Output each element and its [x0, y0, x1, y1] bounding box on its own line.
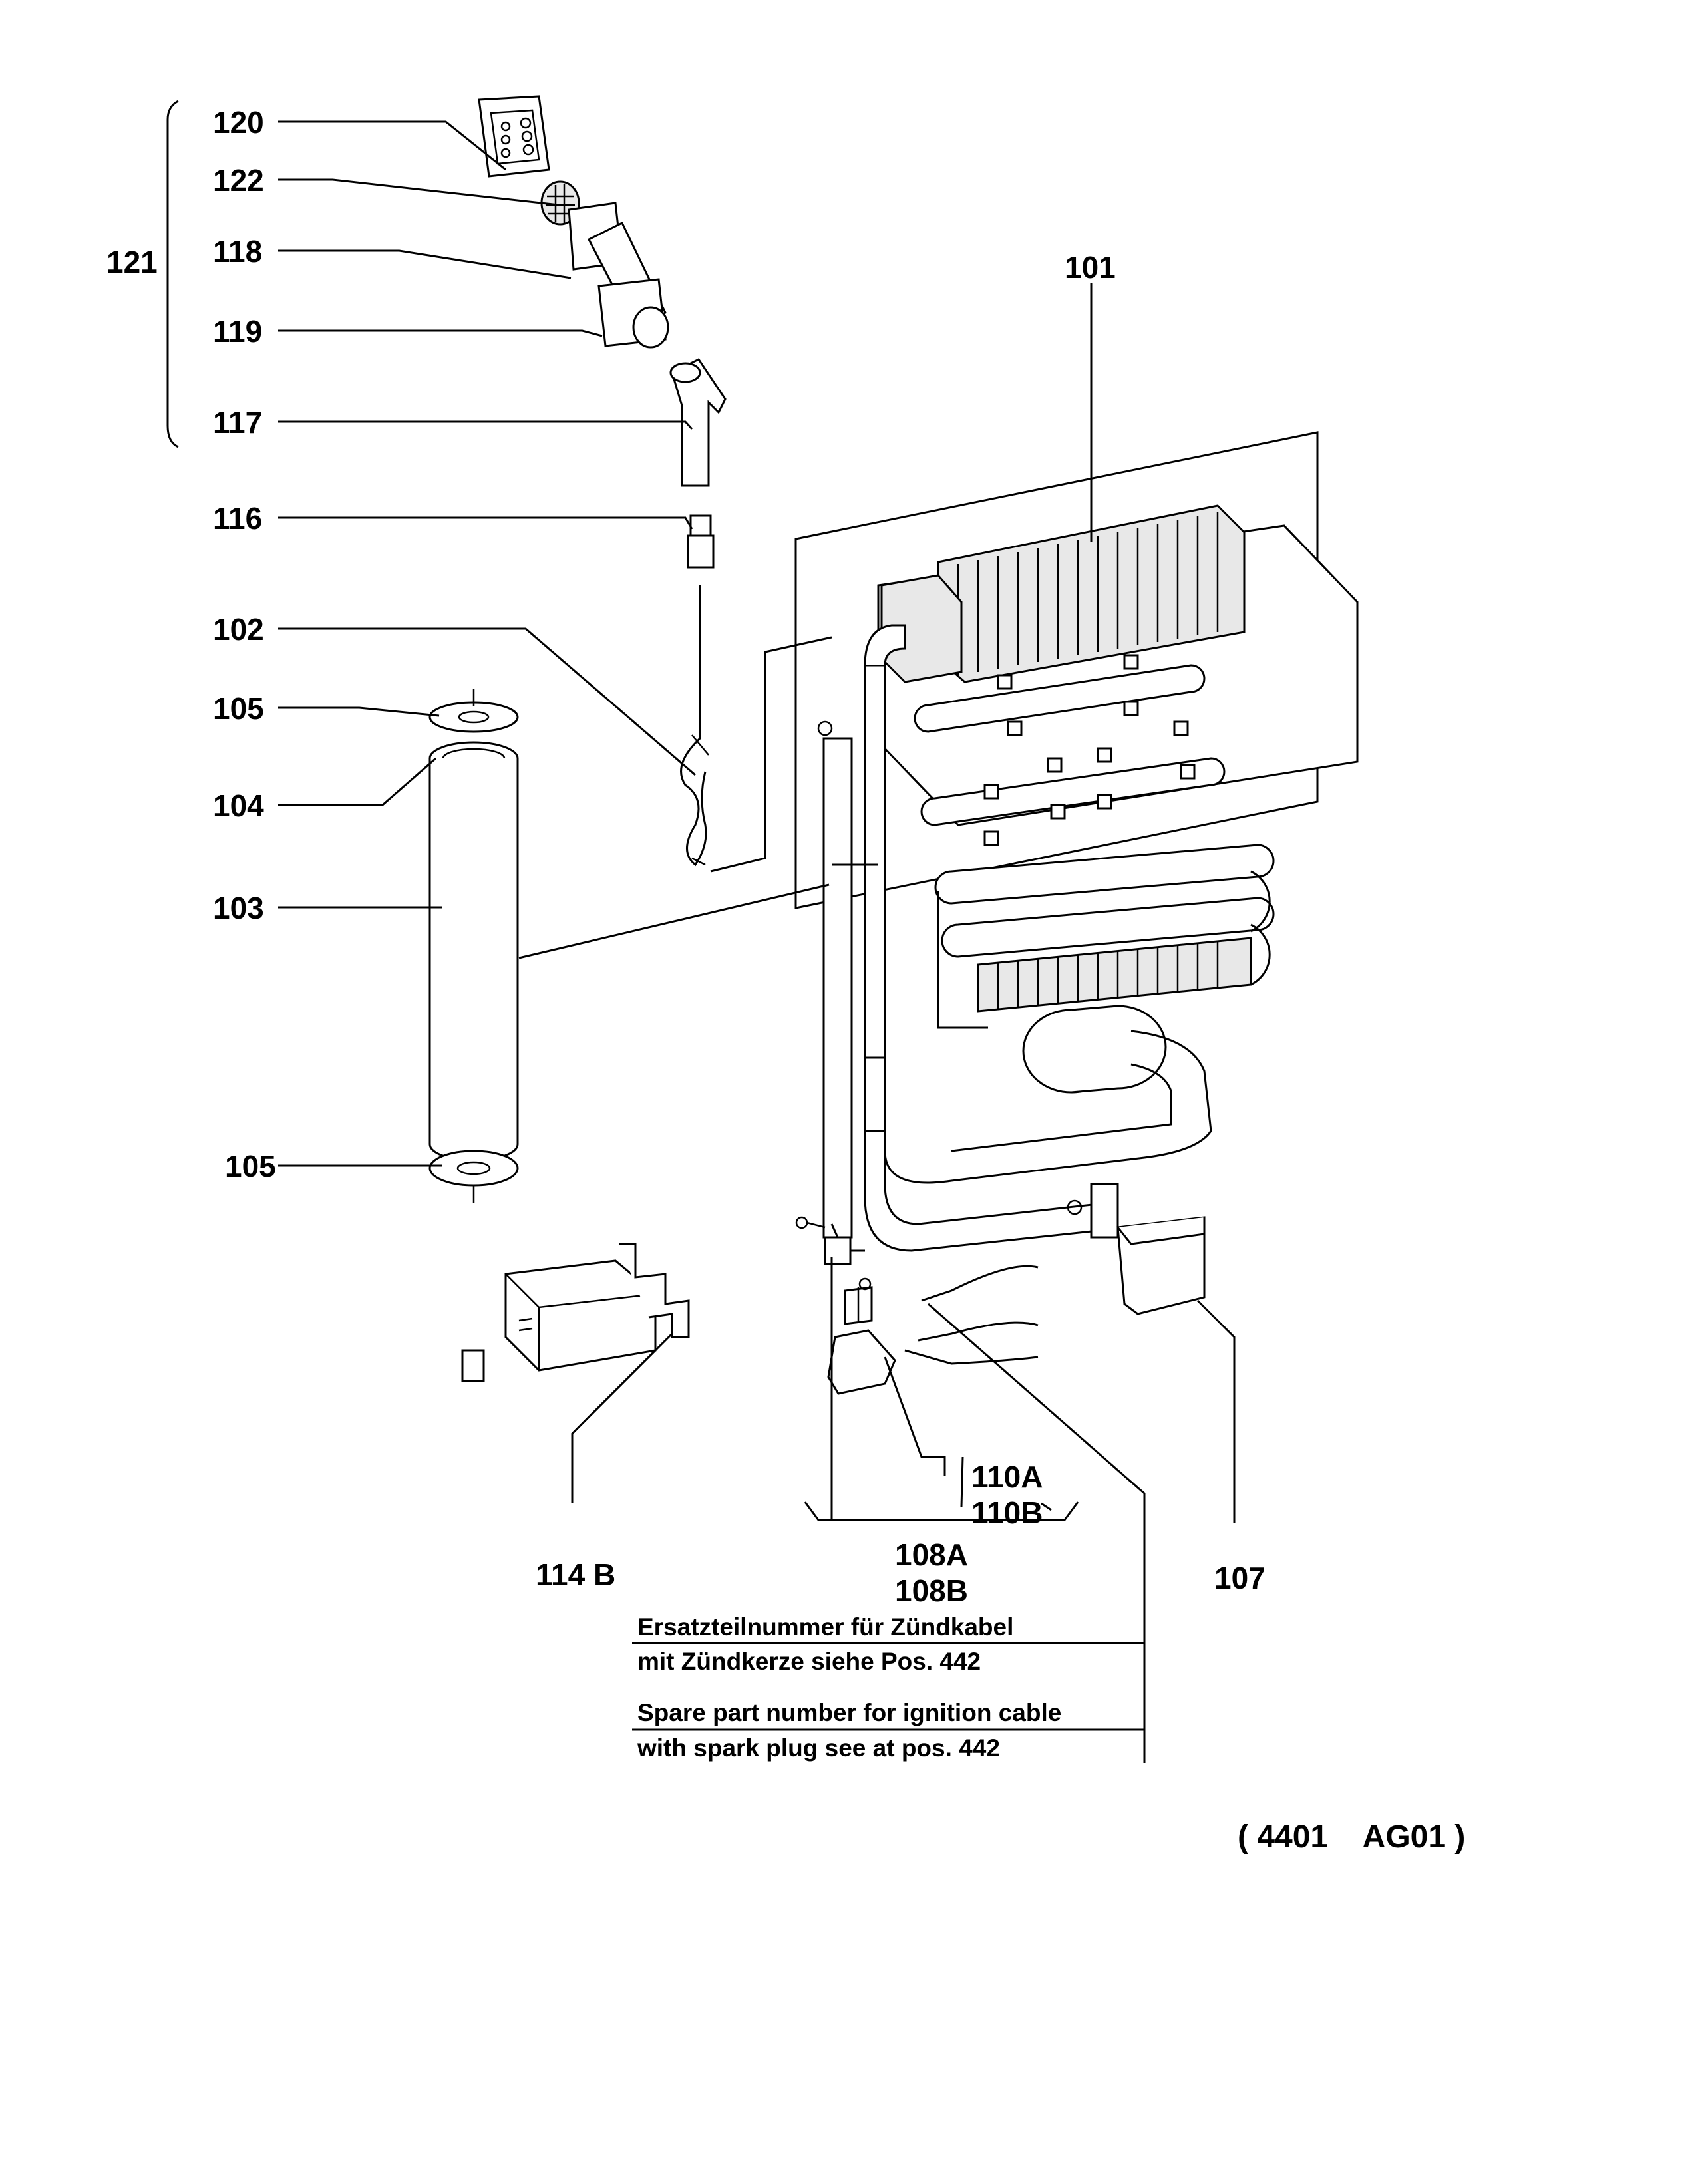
condenser-fins [880, 504, 1246, 683]
callout-105-top: 105 [213, 691, 264, 726]
callout-104: 104 [213, 788, 264, 823]
leader-lines [278, 120, 1236, 1763]
callout-117: 117 [213, 405, 262, 440]
callout-105-bottom: 105 [225, 1149, 276, 1183]
callout-102: 102 [213, 612, 264, 647]
construction-lines [518, 636, 878, 959]
note-de-line2: mit Zündkerze siehe Pos. 442 [637, 1648, 981, 1675]
note-de-line1: Ersatzteilnummer für Zündkabel [637, 1613, 1013, 1640]
evaporator-coils [914, 664, 1275, 1029]
callout-119: 119 [213, 314, 262, 349]
ignition-cable [904, 1265, 1039, 1365]
callout-120: 120 [213, 105, 264, 140]
part-116-nozzle [687, 514, 715, 569]
burner-ignition-assembly [795, 1216, 1039, 1395]
group-bracket-121 [166, 100, 179, 448]
part-107-cover-cup [1116, 1216, 1206, 1315]
callout-110a: 110A [971, 1460, 1043, 1494]
drawing-code: ( 4401 AG01 ) [1238, 1819, 1465, 1855]
absorber-vessel [884, 1005, 1212, 1184]
callout-110b: 110B [971, 1495, 1043, 1530]
callout-108a: 108A [895, 1537, 968, 1572]
note-en-line1: Spare part number for ignition cable [637, 1699, 1061, 1726]
part-103-cylinder [428, 758, 519, 1162]
part-105-bottom-disc [428, 1150, 519, 1203]
part-102-thermocouple-wire [680, 585, 707, 867]
tube-clips [983, 654, 1196, 846]
callout-101: 101 [1065, 250, 1116, 285]
part-105-top-disc [428, 689, 519, 733]
callout-103: 103 [213, 891, 264, 925]
callout-107: 107 [1214, 1561, 1266, 1595]
part-114b-burner-housing [461, 1243, 690, 1382]
callout-122: 122 [213, 163, 264, 198]
part-101-cooling-unit [794, 431, 1359, 1252]
callout-labels: 120 122 121 118 119 117 116 102 105 104 … [106, 105, 1266, 1608]
part-120-vent-plate [478, 95, 550, 178]
part-117-elbow [669, 358, 727, 487]
cooling-unit-back-panel [794, 431, 1319, 909]
boiler-housing [428, 689, 519, 1203]
callout-121: 121 [106, 245, 158, 279]
part-118-119-flue-tube [568, 202, 669, 349]
callout-116: 116 [213, 501, 262, 536]
callout-108b: 108B [895, 1573, 968, 1608]
callout-114b: 114 B [536, 1557, 615, 1592]
note-en-line2: with spark plug see at pos. 442 [637, 1734, 1000, 1762]
spare-part-note: Ersatzteilnummer für Zündkabel mit Zündk… [637, 1613, 1061, 1762]
callout-118: 118 [213, 234, 262, 269]
flue-assembly [166, 95, 727, 867]
